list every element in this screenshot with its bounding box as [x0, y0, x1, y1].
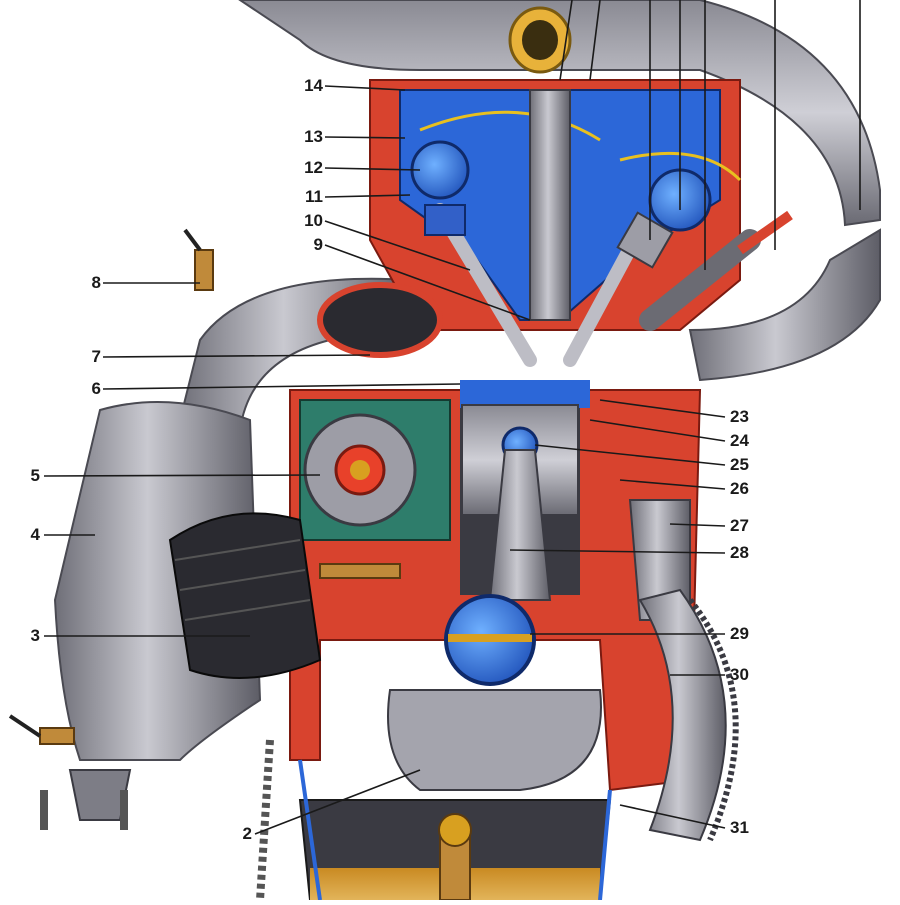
combustion-chamber [460, 380, 590, 408]
callout-23: 23 [730, 407, 749, 426]
callout-2: 2 [242, 824, 252, 843]
callout-24: 24 [730, 431, 749, 450]
callout-13: 13 [304, 127, 323, 146]
intake-manifold [238, 0, 881, 227]
callout-12: 12 [304, 158, 323, 177]
intake-runner [688, 228, 881, 382]
callout-14: 14 [304, 76, 323, 95]
callout-6: 6 [91, 379, 101, 398]
callout-11: 11 [305, 187, 323, 206]
callout-9: 9 [313, 235, 323, 254]
leader-lines [43, 0, 861, 835]
crank-counterweight [387, 689, 602, 791]
callout-5: 5 [30, 466, 40, 485]
callout-28: 28 [730, 543, 749, 562]
callout-26: 26 [730, 479, 749, 498]
callout-4: 4 [30, 525, 40, 544]
connecting-rod [488, 449, 552, 601]
spark-plug-well [529, 89, 571, 321]
callout-29: 29 [730, 624, 749, 643]
callout-30: 30 [730, 665, 749, 684]
oxygen-sensor-lower [39, 727, 75, 745]
intake-camshaft [410, 140, 470, 200]
callout-8: 8 [91, 273, 101, 292]
oxygen-sensor-upper [194, 249, 214, 291]
callout-31: 31 [730, 818, 749, 837]
fuel-injector [639, 229, 761, 331]
callout-3: 3 [30, 626, 40, 645]
callout-27: 27 [730, 516, 749, 535]
callout-10: 10 [304, 211, 323, 230]
exhaust-port [317, 282, 443, 358]
flywheel-ring-gear [638, 588, 727, 842]
callout-7: 7 [91, 347, 101, 366]
oil-filter [168, 512, 322, 679]
callout-25: 25 [730, 455, 749, 474]
